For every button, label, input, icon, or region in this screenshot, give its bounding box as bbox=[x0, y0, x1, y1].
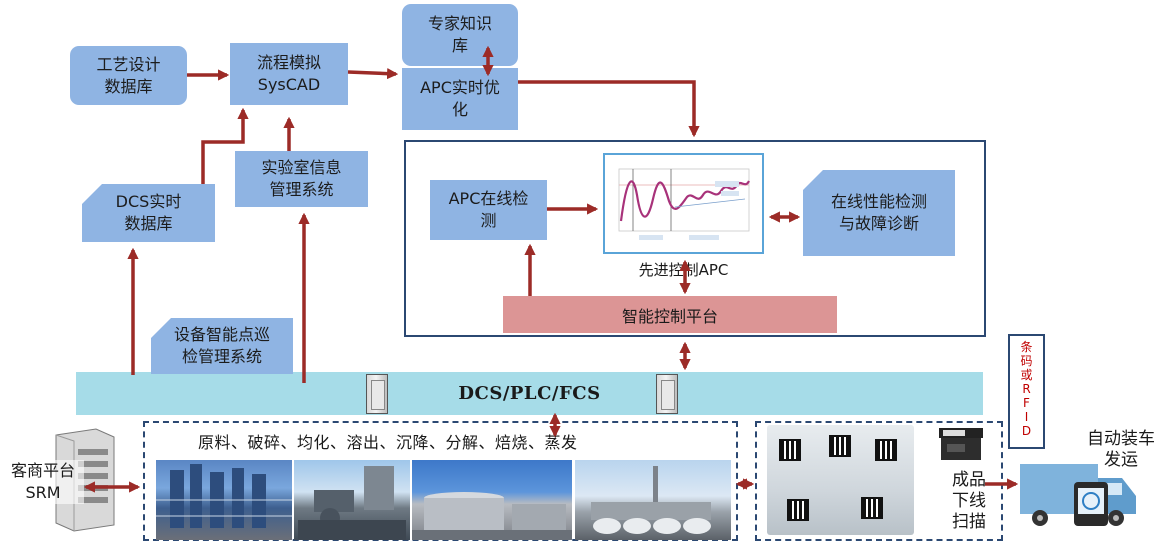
expert-kb-box: 专家知识 库 bbox=[402, 4, 518, 66]
cabinet-icon bbox=[656, 374, 678, 414]
rfid-char: 或 bbox=[1020, 368, 1033, 382]
rfid-char: 码 bbox=[1020, 354, 1033, 368]
simulation-label: 流程模拟 SysCAD bbox=[256, 53, 321, 94]
intelligent-control-platform: 智能控制平台 bbox=[503, 296, 837, 333]
apc-optimization-box: APC实时优 化 bbox=[402, 68, 518, 130]
plant-photo-2 bbox=[294, 460, 410, 540]
rfid-char: R bbox=[1022, 382, 1031, 396]
plant-photo-4 bbox=[575, 460, 731, 540]
customer-platform-label: 客商平台 SRM bbox=[2, 460, 84, 504]
lims-label: 实验室信息 管理系统 bbox=[261, 158, 342, 199]
process-design-db-label: 工艺设计 数据库 bbox=[96, 54, 161, 96]
product-bags-photo bbox=[767, 425, 914, 535]
process-design-db-box: 工艺设计 数据库 bbox=[70, 46, 187, 105]
truck-icon bbox=[1020, 464, 1136, 526]
dcs-realtime-db-box: DCS实时 数据库 bbox=[82, 184, 215, 242]
apc-optimization-label: APC实时优 化 bbox=[420, 78, 500, 119]
rfid-char: F bbox=[1023, 396, 1030, 410]
apc-online-detection-box: APC在线检 测 bbox=[430, 180, 547, 240]
process-steps-label: 原料、破碎、均化、溶出、沉降、分解、焙烧、蒸发 bbox=[198, 433, 578, 452]
dcs-plc-fcs-bar: DCS/PLC/FCS bbox=[76, 372, 983, 415]
performance-monitor-box: 在线性能检测 与故障诊断 bbox=[803, 170, 955, 256]
apc-chart-caption: 先进控制APC bbox=[638, 261, 729, 279]
server-icon bbox=[55, 428, 115, 532]
inspection-system-box: 设备智能点巡 检管理系统 bbox=[151, 318, 293, 374]
expert-kb-label: 专家知识 库 bbox=[427, 14, 492, 55]
rfid-char: D bbox=[1021, 424, 1032, 438]
qr-code-icon bbox=[875, 439, 897, 461]
performance-monitor-label: 在线性能检测 与故障诊断 bbox=[830, 192, 927, 233]
qr-code-icon bbox=[861, 497, 883, 519]
apc-trend-chart bbox=[603, 153, 764, 254]
rfid-char: I bbox=[1024, 410, 1029, 424]
lims-box: 实验室信息 管理系统 bbox=[235, 151, 368, 207]
inspection-system-label: 设备智能点巡 检管理系统 bbox=[173, 325, 270, 366]
plant-photo-3 bbox=[412, 460, 572, 540]
apc-online-detection-label: APC在线检 测 bbox=[448, 189, 529, 230]
dcs-realtime-db-label: DCS实时 数据库 bbox=[115, 192, 182, 233]
auto-loading-label: 自动装车 发运 bbox=[1087, 429, 1155, 470]
intelligent-control-platform-label: 智能控制平台 bbox=[621, 306, 718, 326]
barcode-rfid-box: 条 码 或 R F I D bbox=[1008, 334, 1045, 449]
cabinet-icon bbox=[366, 374, 388, 414]
qr-code-icon bbox=[829, 435, 851, 457]
product-scan-label: 成品 下线 扫描 bbox=[952, 470, 986, 532]
plant-photo-1 bbox=[156, 460, 292, 540]
qr-code-icon bbox=[779, 439, 801, 461]
rfid-char: 条 bbox=[1020, 340, 1033, 354]
qr-code-icon bbox=[787, 499, 809, 521]
simulation-box: 流程模拟 SysCAD bbox=[230, 43, 348, 105]
scanner-icon bbox=[939, 428, 983, 460]
dcs-bar-label: DCS/PLC/FCS bbox=[458, 383, 601, 404]
